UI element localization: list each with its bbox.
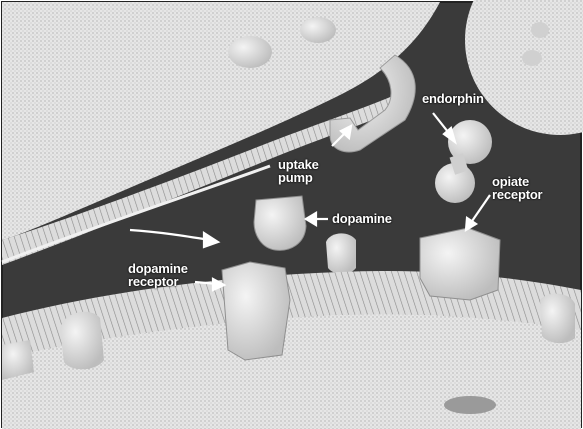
label-opiate-receptor-line2: receptor bbox=[492, 188, 542, 201]
label-endorphin-text: endorphin bbox=[422, 92, 484, 105]
vesicle-post bbox=[444, 396, 496, 414]
vesicle-dot-2 bbox=[531, 22, 549, 38]
dopamine-molecule-pump bbox=[254, 196, 306, 250]
vesicle-small-1 bbox=[228, 36, 272, 68]
label-uptake-pump-line2: pump bbox=[278, 171, 319, 184]
label-dopamine-receptor: dopamine receptor bbox=[128, 262, 188, 288]
label-endorphin: endorphin bbox=[422, 92, 484, 105]
vesicle-small-2 bbox=[300, 17, 336, 43]
label-dopamine-text: dopamine bbox=[332, 212, 392, 225]
vesicle-dot-1 bbox=[522, 50, 542, 66]
label-dopamine-receptor-line2: receptor bbox=[128, 275, 188, 288]
receptor-bump-1 bbox=[60, 312, 104, 370]
dopamine-molecule-free bbox=[326, 233, 356, 274]
dopamine-receptor-shape bbox=[222, 262, 290, 360]
receptor-bump-3 bbox=[540, 294, 575, 343]
label-opiate-receptor: opiate receptor bbox=[492, 175, 542, 201]
label-uptake-pump: uptake pump bbox=[278, 158, 319, 184]
opiate-receptor-shape bbox=[420, 228, 500, 300]
label-dopamine: dopamine bbox=[332, 212, 392, 225]
